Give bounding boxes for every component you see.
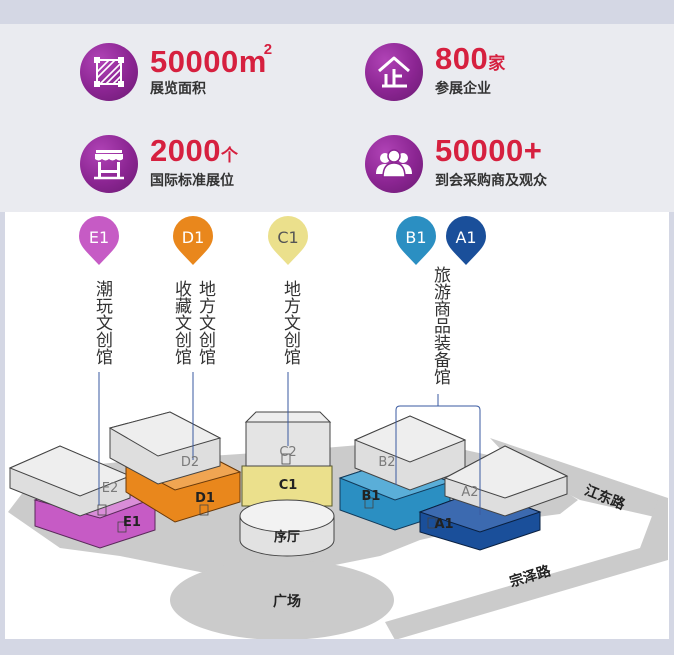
pin-e1: E1 [79,216,119,265]
bottom-band [0,639,674,655]
hall-name-e1: 潮玩文创馆 [92,280,113,365]
pin-d1: D1 [173,216,213,265]
block-label-a2: A2 [461,485,478,500]
enterprise-icon [365,43,423,101]
area-frame-icon [80,43,138,101]
venue-map-drawing: E1 D1 C1 B1 A1 潮玩文创馆 收藏文创馆 地方文创馆 地方文创馆 旅… [8,216,668,640]
block-label-b1: B1 [362,489,381,504]
stat-value: 800家 [435,41,506,76]
hall-name-d1: 地方文创馆 [195,280,216,365]
block-label-c2: C2 [279,445,296,460]
block-label-a1: A1 [434,517,453,532]
pin-label: C1 [277,228,298,247]
booth-stall-icon [80,135,138,193]
block-label-b2: B2 [378,455,395,470]
block-label-e2: E2 [102,481,119,496]
visitors-group-icon [365,135,423,193]
stat-value: 2000个 [150,133,239,168]
top-band [0,0,674,24]
pin-label: D1 [182,228,205,247]
stats-panel: 50000m2 展览面积 800家 参展企业 [0,24,674,212]
hall-name-d1-collect: 收藏文创馆 [171,280,192,365]
pin-c1: C1 [268,216,308,265]
hall-name-c1: 地方文创馆 [280,280,301,365]
hall-b [338,415,467,531]
lobby-building [239,499,335,557]
stat-label: 到会采购商及观众 [435,173,547,189]
block-label-d1: D1 [195,491,215,506]
hall-e [8,445,157,549]
plaza-label: 广场 [273,593,301,610]
pin-label: A1 [455,228,476,247]
block-label-e1: E1 [123,515,141,530]
pin-a1: A1 [446,216,486,265]
block-label-c1: C1 [279,478,298,493]
hall-a [418,445,569,551]
pin-b1: B1 [396,216,436,265]
road-zongze [385,500,668,640]
plaza-area [170,560,394,640]
stat-label: 参展企业 [435,81,491,97]
venue-map: E1 D1 C1 B1 A1 潮玩文创馆 收藏文创馆 地方文创馆 地方文创馆 旅… [5,212,669,640]
stat-value: 50000m2 [150,41,273,79]
block-label-d2: D2 [181,455,199,470]
stat-label: 国际标准展位 [150,173,234,189]
pin-label: E1 [89,228,109,247]
road-jiangdong [490,438,668,520]
pin-label: B1 [405,228,426,247]
stat-value: 50000+ [435,133,543,168]
stat-label: 展览面积 [150,81,206,97]
hall-name-ab: 旅游商品装备馆 [430,266,451,385]
lobby-label: 序厅 [274,529,300,545]
